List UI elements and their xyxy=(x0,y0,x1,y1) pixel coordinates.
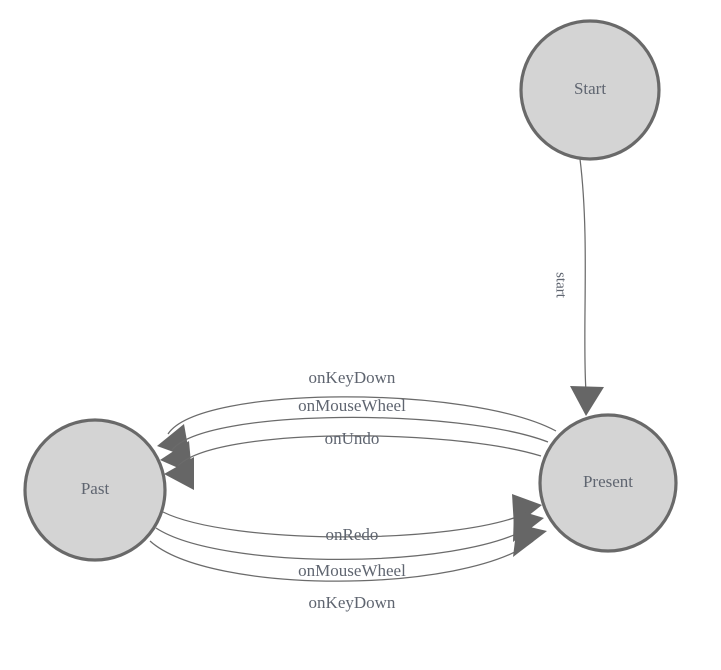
node-past[interactable]: Past xyxy=(23,418,167,562)
edge-path-present-past-1 xyxy=(167,396,557,435)
node-past-circle xyxy=(23,418,167,562)
edge-label-start-present: start xyxy=(553,272,569,299)
edge-label-present-past-3: onUndo xyxy=(325,429,380,448)
edge-start-to-present[interactable]: start xyxy=(553,158,604,416)
node-present[interactable]: Present xyxy=(538,413,678,553)
edge-path-past-present-1 xyxy=(162,511,528,538)
edge-label-present-past-1: onKeyDown xyxy=(309,368,396,387)
node-present-circle xyxy=(538,413,678,553)
edge-path-present-past-3 xyxy=(177,435,542,467)
node-start-label: Start xyxy=(574,79,606,98)
edge-path-start-present xyxy=(579,158,587,393)
edge-present-to-past-onundo[interactable]: onUndo xyxy=(164,429,542,490)
edge-past-to-present-onredo[interactable]: onRedo xyxy=(162,494,542,544)
arrowhead-start-present xyxy=(570,386,604,416)
edge-label-past-present-1: onRedo xyxy=(326,525,379,544)
arrowhead-past-present-3 xyxy=(513,524,547,557)
arrowhead-present-past-3 xyxy=(164,457,194,490)
node-present-label: Present xyxy=(583,472,633,491)
node-start[interactable]: Start xyxy=(519,19,661,161)
edge-past-to-present-onkeydown[interactable]: onKeyDown xyxy=(149,524,547,612)
edge-label-past-present-2: onMouseWheel xyxy=(298,561,406,580)
edge-label-past-present-3: onKeyDown xyxy=(309,593,396,612)
edge-label-present-past-2: onMouseWheel xyxy=(298,396,406,415)
node-start-circle xyxy=(519,19,661,161)
edge-path-present-past-2 xyxy=(171,416,549,451)
edge-path-past-present-3 xyxy=(149,540,534,582)
edge-path-past-present-2 xyxy=(155,526,531,560)
node-past-label: Past xyxy=(81,479,110,498)
